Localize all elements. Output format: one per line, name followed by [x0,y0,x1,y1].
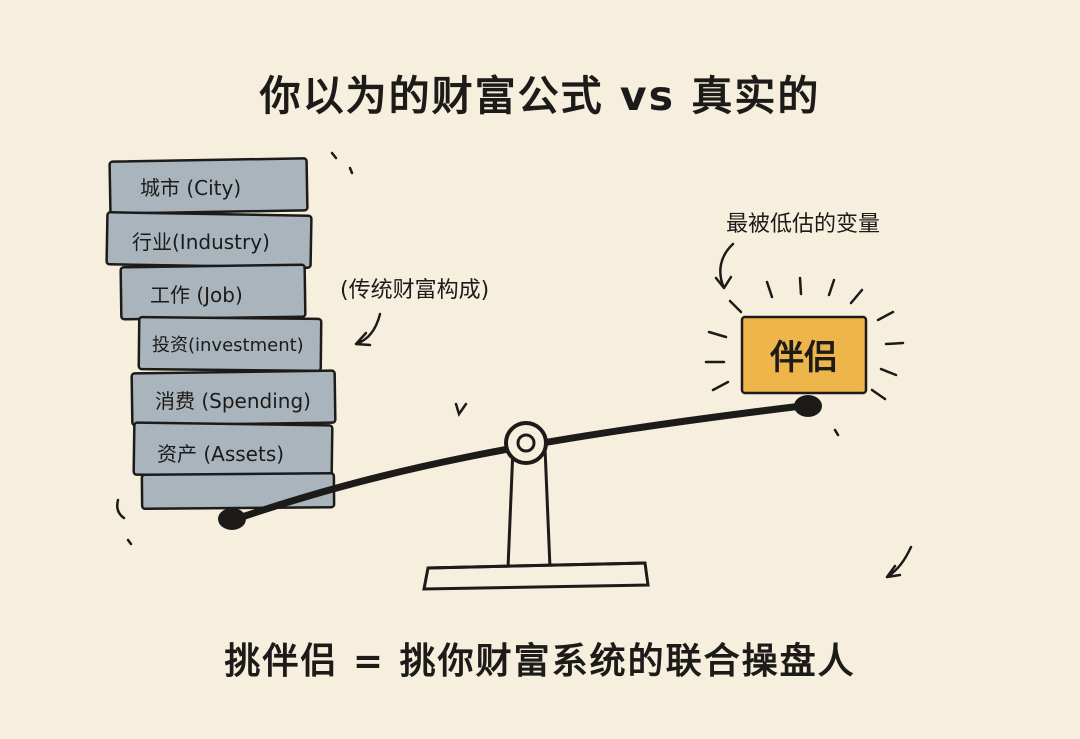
glow-rays-icon [704,276,905,401]
stack-block-label-investment: 投资(investment) [152,335,304,356]
stack-block-base [140,471,336,511]
partner-arrow-icon [714,242,735,290]
block-stack [105,157,337,511]
stack-block-label-city: 城市 (City) [140,176,242,200]
partner-label: 伴侣 [770,338,838,378]
stack-block-label-job: 工作 (Job) [150,283,243,307]
seesaw-stand [422,446,650,591]
partner-box [740,315,868,395]
doodle-marks [116,151,913,579]
stack-block-investment [137,315,323,373]
stack-block-label-assets: 资产 (Assets) [157,442,285,466]
page-title: 你以为的财富公式 vs 真实的 [259,72,821,120]
stack-arrow-icon [354,312,382,347]
beam-end-left [218,508,246,530]
stack-note: (传统财富构成) [340,278,490,303]
pivot-icon [504,421,548,465]
partner-note: 最被低估的变量 [726,212,881,237]
stack-block-label-industry: 行业(Industry) [132,230,270,254]
stack-block-label-spending: 消费 (Spending) [155,389,311,413]
beam-end-right [794,395,822,417]
stack-block-city [108,157,309,215]
seesaw-beam [229,401,814,524]
conclusion-text: 挑伴侣 = 挑你财富系统的联合操盘人 [224,641,856,682]
